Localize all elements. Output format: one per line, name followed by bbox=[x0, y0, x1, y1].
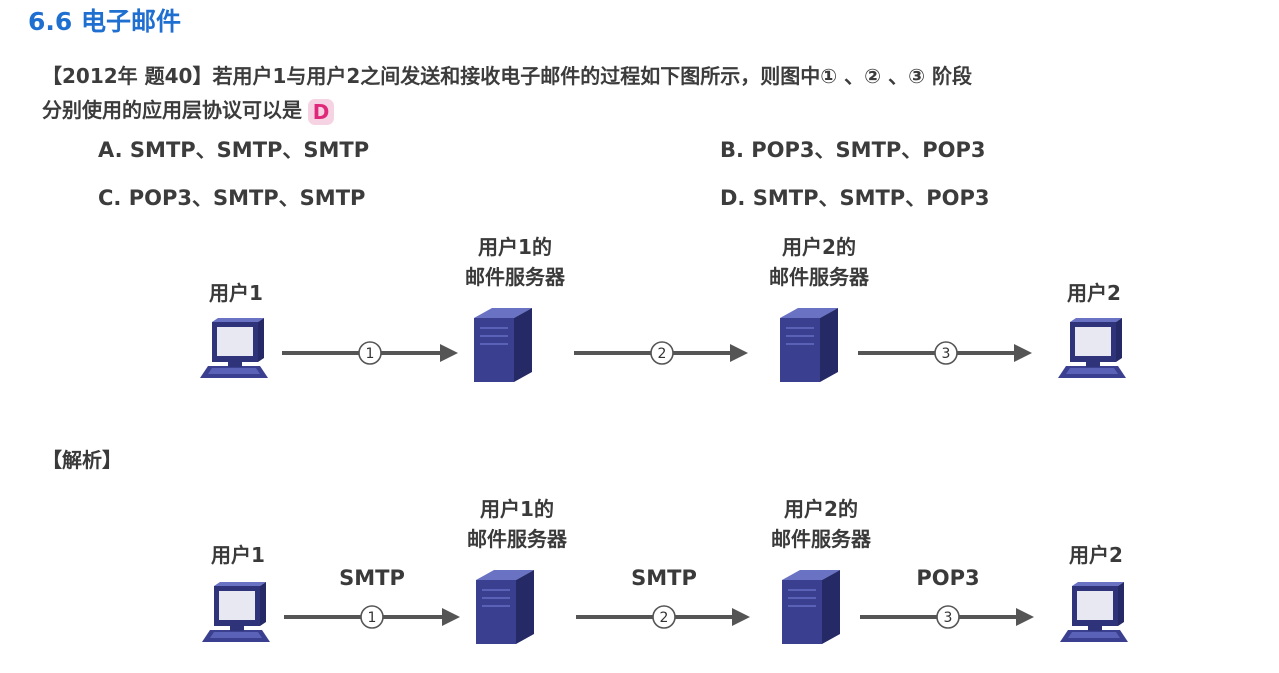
server-icon bbox=[476, 570, 534, 644]
server1-label-line2: 邮件服务器 bbox=[467, 527, 567, 551]
step1-number: 1 bbox=[366, 346, 375, 362]
step1-number: 1 bbox=[368, 610, 377, 626]
computer-icon bbox=[1060, 582, 1128, 642]
server-icon bbox=[782, 570, 840, 644]
user2-label: 用户2 bbox=[1067, 281, 1121, 305]
protocol-label-step3: POP3 bbox=[916, 566, 980, 590]
step2-number: 2 bbox=[660, 610, 669, 626]
option-a: A. SMTP、SMTP、SMTP bbox=[98, 138, 370, 162]
server2-label-line2: 邮件服务器 bbox=[769, 265, 869, 289]
option-d: D. SMTP、SMTP、POP3 bbox=[720, 186, 990, 210]
server2-label: 用户2的 邮件服务器 bbox=[746, 494, 896, 554]
protocol-label-step2: SMTP bbox=[631, 566, 697, 590]
server1-label-line1: 用户1的 bbox=[480, 497, 554, 521]
computer-icon bbox=[200, 318, 268, 378]
server2-label-line2: 邮件服务器 bbox=[771, 527, 871, 551]
server-icon bbox=[780, 308, 838, 382]
server1-label-line1: 用户1的 bbox=[478, 235, 552, 259]
step3-number: 3 bbox=[942, 346, 951, 362]
protocol-label-step1: SMTP bbox=[339, 566, 405, 590]
step3-number: 3 bbox=[944, 610, 953, 626]
arrow-step3: 3 bbox=[860, 605, 1034, 629]
arrow-step1: 1 bbox=[282, 341, 458, 365]
arrow-step1: 1 bbox=[284, 605, 460, 629]
user1-label: 用户1 bbox=[211, 543, 265, 567]
arrow-step2: 2 bbox=[574, 341, 748, 365]
user1-label: 用户1 bbox=[209, 281, 263, 305]
server2-label: 用户2的 邮件服务器 bbox=[744, 232, 894, 292]
server1-label: 用户1的 邮件服务器 bbox=[440, 232, 590, 292]
server-icon bbox=[474, 308, 532, 382]
page-title: 6.6 电子邮件 bbox=[28, 7, 181, 36]
user2-label: 用户2 bbox=[1069, 543, 1123, 567]
computer-icon bbox=[1058, 318, 1126, 378]
arrow-step3: 3 bbox=[858, 341, 1032, 365]
server1-label: 用户1的 邮件服务器 bbox=[442, 494, 592, 554]
question-line-1: 【2012年 题40】若用户1与用户2之间发送和接收电子邮件的过程如下图所示，则… bbox=[42, 64, 972, 88]
analysis-heading: 【解析】 bbox=[42, 448, 122, 472]
option-c: C. POP3、SMTP、SMTP bbox=[98, 186, 366, 210]
server2-label-line1: 用户2的 bbox=[784, 497, 858, 521]
step2-number: 2 bbox=[658, 346, 667, 362]
question-line-2-text: 分别使用的应用层协议可以是 bbox=[42, 98, 302, 122]
server2-label-line1: 用户2的 bbox=[782, 235, 856, 259]
answer-badge: D bbox=[308, 99, 334, 125]
computer-icon bbox=[202, 582, 270, 642]
option-b: B. POP3、SMTP、POP3 bbox=[720, 138, 986, 162]
server1-label-line2: 邮件服务器 bbox=[465, 265, 565, 289]
arrow-step2: 2 bbox=[576, 605, 750, 629]
